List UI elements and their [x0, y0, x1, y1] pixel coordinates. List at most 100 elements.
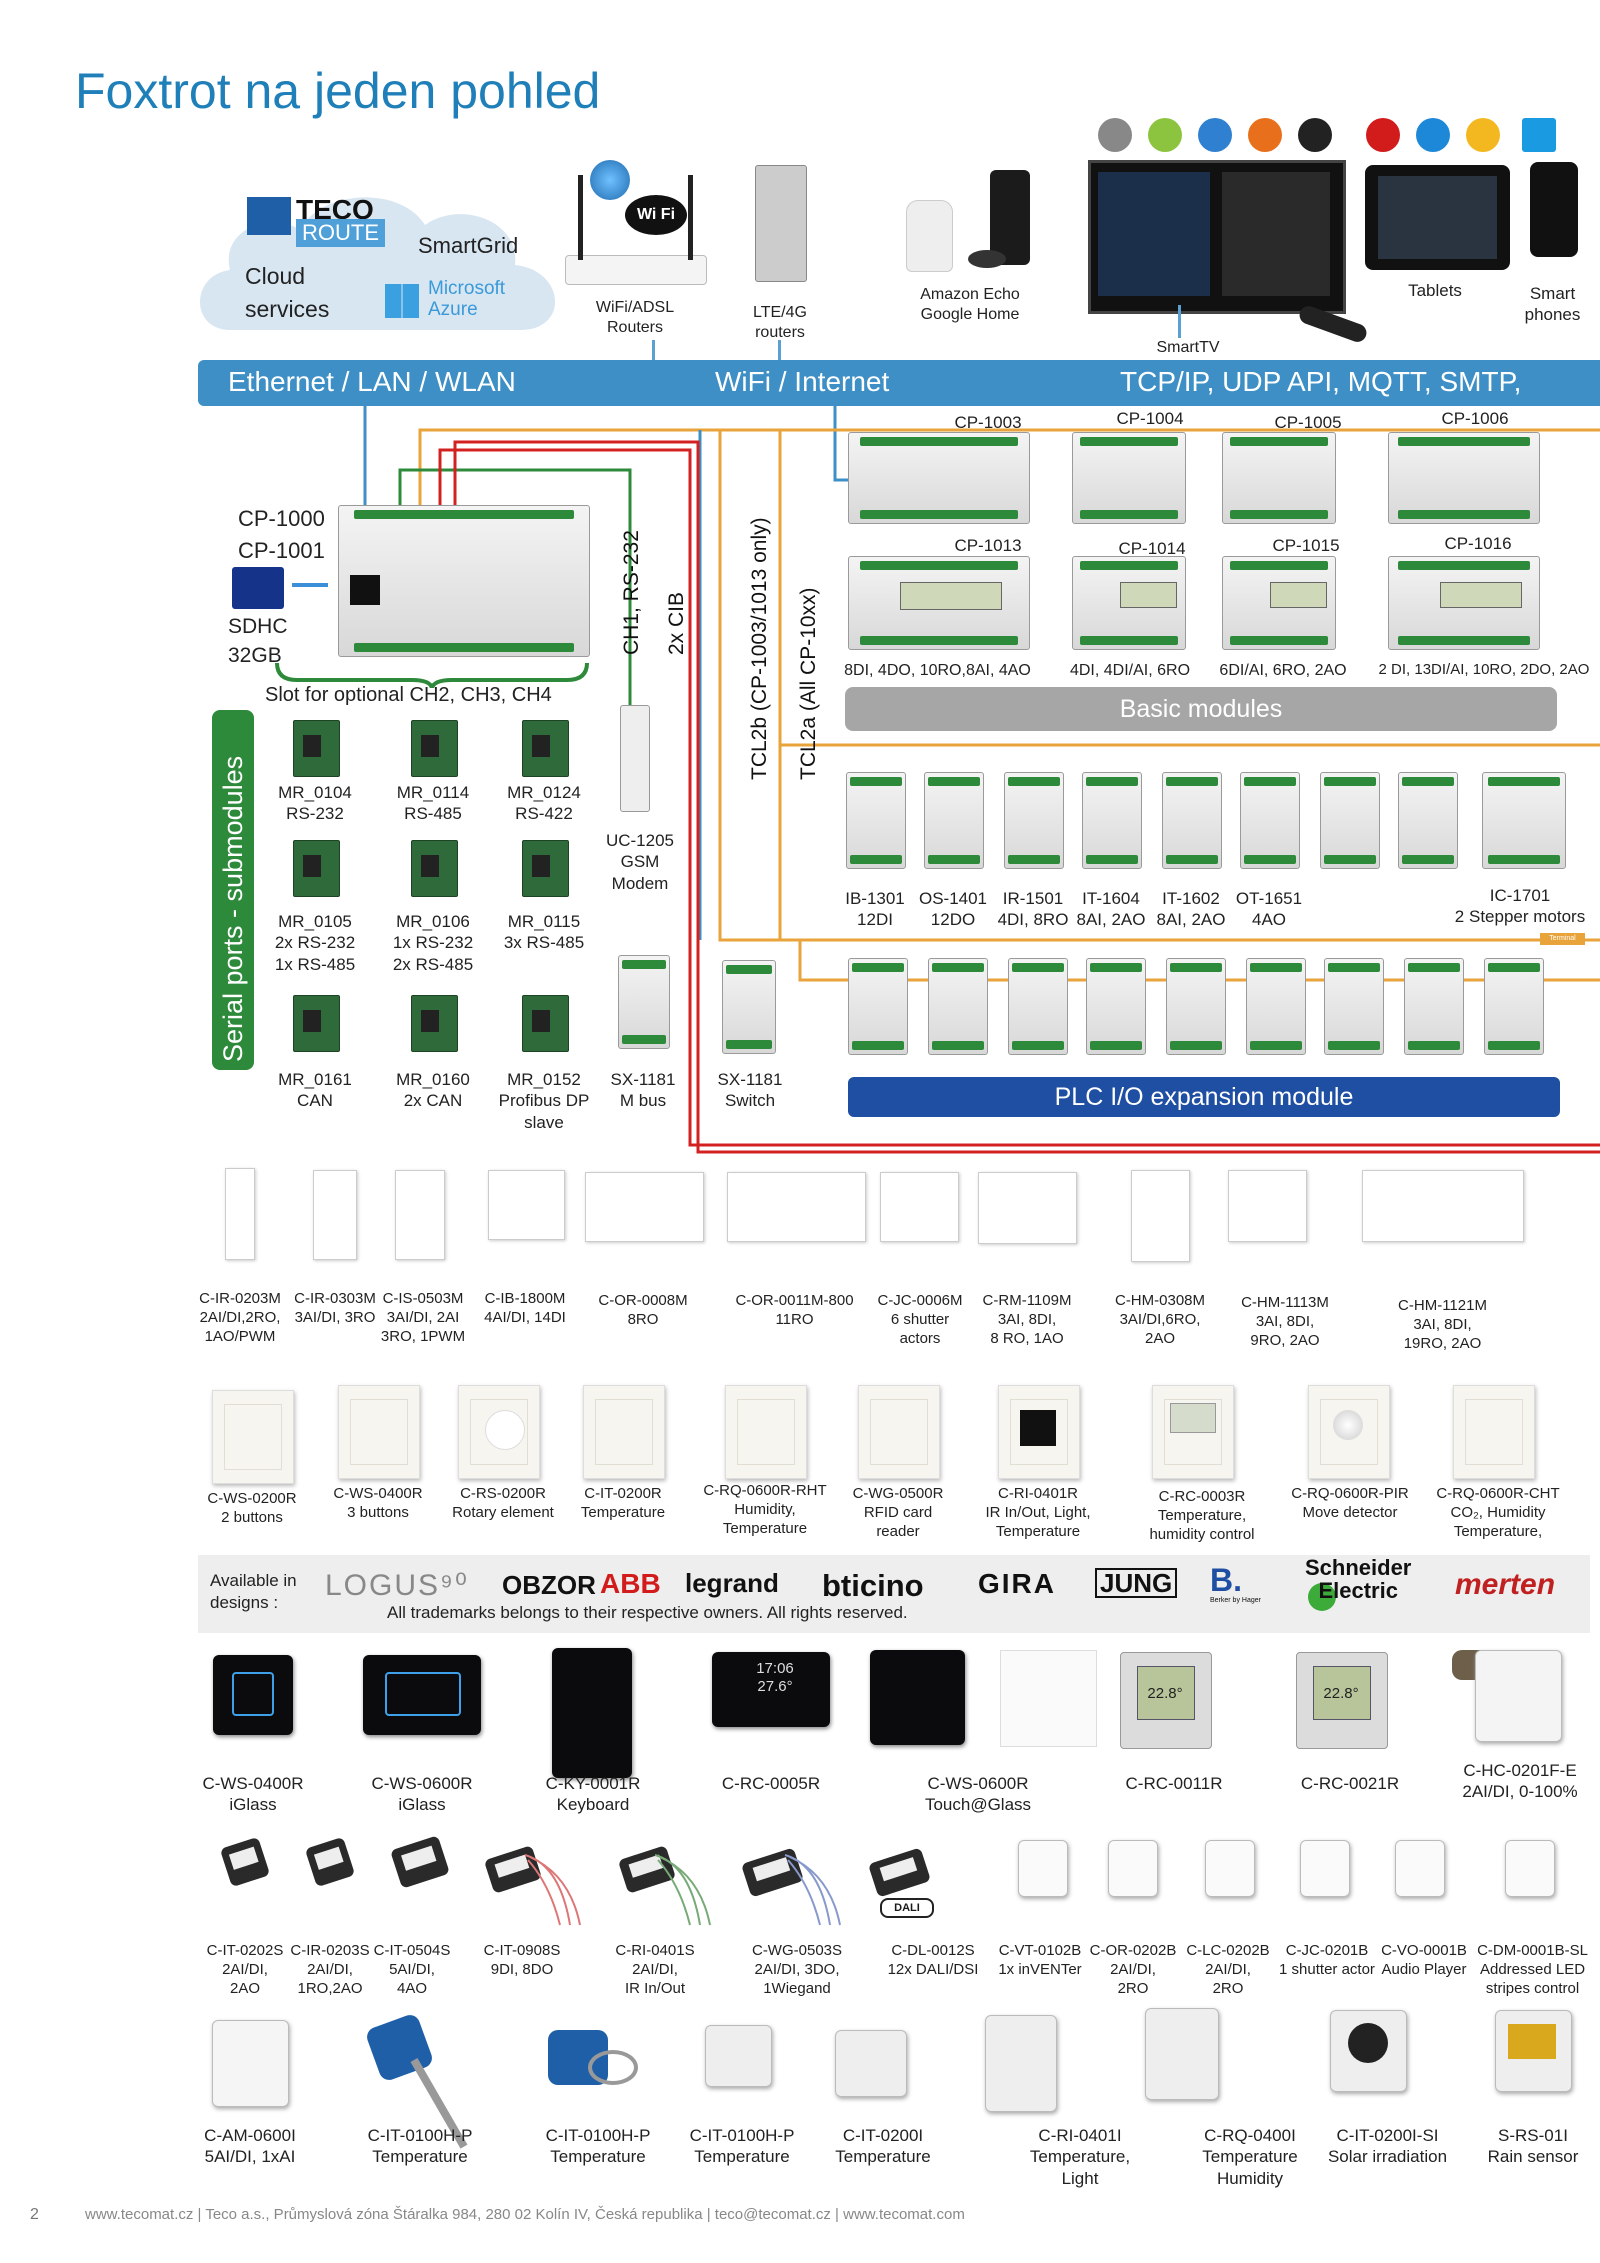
connector-line [652, 340, 655, 362]
glass-label: C-HC-0201F-E 2AI/DI, 0-100% [1462, 1761, 1578, 1802]
blackberry-icon [1298, 118, 1332, 152]
basic-module-label: CP-1005 [1274, 413, 1342, 432]
tv-screen-icon [1098, 172, 1210, 296]
antenna-icon [578, 175, 583, 260]
submodule-board-icon [522, 840, 569, 897]
small-module-label: C-IT-0504S 5AI/DI, 4AO [373, 1942, 451, 1997]
tcl2-module [846, 772, 906, 869]
schneider-logo-icon [1308, 1583, 1336, 1611]
glass-label: C-WS-0600R Touch@Glass [924, 1774, 1032, 1815]
cib-din-module [585, 1172, 704, 1242]
mbus-module [618, 955, 670, 1049]
tcl2b-label: TCL2b (CP-1003/1013 only) [748, 517, 771, 780]
keyboard-panel [552, 1648, 632, 1778]
uc1205-label: UC-1205 GSM Modem [605, 831, 675, 893]
google-home-icon [906, 200, 953, 272]
plc-expansion-module [1008, 958, 1068, 1055]
switch-label: C-RC-0003R Temperature, humidity control [1149, 1488, 1255, 1543]
room-thermostat [1120, 1652, 1212, 1749]
sensor-label: C-IT-0200I-SI Solar irradiation [1327, 2126, 1448, 2167]
basic-module [848, 432, 1030, 524]
cib-din-module [488, 1170, 565, 1240]
cable-wires-icon [524, 1854, 581, 1926]
sdhc-label: SDHC 32GB [228, 615, 288, 668]
plc-expansion-module [1404, 958, 1464, 1055]
heat-controller-box [1475, 1650, 1562, 1742]
echo-home-label: Amazon Echo Google Home [920, 286, 1020, 323]
light-temp-sensor-box [985, 2015, 1057, 2112]
tcl2-module-label: IR-1501 4DI, 8RO [997, 889, 1069, 930]
connector-line [1178, 305, 1181, 338]
tcl2-module [1004, 772, 1064, 869]
box-module [1505, 1840, 1555, 1897]
box-module [1300, 1840, 1350, 1897]
switch-label: SX-1181 Switch [717, 1070, 783, 1111]
switch-module [722, 960, 776, 1054]
wifi-router-icon [565, 255, 707, 285]
cib-din-module [313, 1170, 357, 1260]
globe-icon [590, 160, 630, 200]
iglass-switch [363, 1655, 481, 1735]
time-display: 17:06 [756, 1660, 794, 1677]
dali-badge: DALI [880, 1898, 934, 1918]
solar-dome-icon [1348, 2023, 1388, 2063]
small-module-label: C-RI-0401S 2AI/DI, IR In/Out [615, 1942, 695, 1997]
gsm-modem-icon [620, 705, 650, 812]
smartgrid-label: SmartGrid [418, 233, 519, 258]
foxtrot-cpu-module [338, 505, 590, 657]
ir-window-icon [1020, 1410, 1056, 1446]
rain-grid-icon [1508, 2024, 1556, 2059]
wall-switch [583, 1385, 665, 1479]
switch-label: C-RS-0200R Rotary element [452, 1485, 554, 1521]
sensor-label: C-IT-0100H-P Temperature [367, 2126, 473, 2167]
submodule-label: MR_0124 RS-422 [507, 783, 581, 824]
ethernet-bus-bar [198, 360, 1600, 406]
cib-module-label: C-JC-0006M 6 shutter actors [877, 1292, 963, 1347]
bus-label-protocols: TCP/IP, UDP API, MQTT, SMTP, [1120, 366, 1522, 397]
cib-module-label: C-IR-0303M 3AI/DI, 3RO [294, 1290, 376, 1326]
touch-buttons-icon [232, 1672, 274, 1716]
page-number: 2 [30, 2206, 39, 2223]
smartphones-label: Smart phones [1524, 284, 1581, 325]
touch-buttons-icon [385, 1672, 461, 1716]
brand-schneider: Schneider Electric [1305, 1555, 1412, 1604]
route-logo-text: ROUTE [296, 219, 385, 247]
glass-label: C-RC-0005R [721, 1774, 821, 1793]
wall-switch [725, 1385, 807, 1479]
touch-glass-black [870, 1650, 965, 1745]
tcl2-module-label: IC-1701 2 Stepper motors [1454, 886, 1586, 927]
windows-azure-icon [385, 284, 419, 318]
plc-expansion-module [1166, 958, 1226, 1055]
sdhc-card-icon [232, 567, 284, 609]
submodule-label: MR_0161 CAN [278, 1070, 352, 1111]
small-sensor-module [304, 1836, 356, 1888]
switch-label: C-WG-0500R RFID card reader [852, 1485, 944, 1540]
small-sensor-module [390, 1835, 450, 1889]
switch-label: C-WS-0400R 3 buttons [333, 1485, 423, 1521]
cloud-services-label: Cloud services [245, 263, 330, 323]
cib-module-label: C-IR-0203M 2AI/DI,2RO, 1AO/PWM [199, 1290, 281, 1345]
box-module [1108, 1840, 1158, 1897]
touch-glass-white [1000, 1650, 1097, 1747]
switch-label: C-RQ-0600R-PIR Move detector [1291, 1485, 1409, 1521]
wall-switch [858, 1385, 940, 1479]
sensor-label: S-RS-01I Rain sensor [1487, 2126, 1579, 2167]
wall-sensor [212, 2020, 289, 2107]
cib-din-module [880, 1172, 959, 1242]
berker-sublabel: Berker by Hager [1210, 1597, 1261, 1604]
submodule-label: MR_0104 RS-232 [278, 783, 352, 824]
brand-jung: JUNG [1095, 1568, 1178, 1598]
junction-box [835, 2030, 907, 2097]
brand-obzor: OBZOR [502, 1570, 596, 1600]
thermostat-display: 22.8° [1323, 1685, 1359, 1702]
thermostat-display: 22.8° [1147, 1685, 1183, 1702]
sensor-label: C-IT-0100H-P Temperature [689, 2126, 795, 2167]
available-designs-label: Available in designs : [210, 1571, 297, 1613]
basic-spec-label: 4DI, 4DI/AI, 6RO [1069, 662, 1191, 679]
sensor-label: C-RI-0401I Temperature, Light [1029, 2126, 1131, 2188]
small-module-label: C-VT-0102B 1x inVENTer [998, 1942, 1082, 1978]
temperature-display: 27.6° [757, 1678, 793, 1695]
chrome-icon [1466, 118, 1500, 152]
plc-expansion-banner: PLC I/O expansion module [848, 1077, 1560, 1117]
plc-expansion-module [848, 958, 908, 1055]
